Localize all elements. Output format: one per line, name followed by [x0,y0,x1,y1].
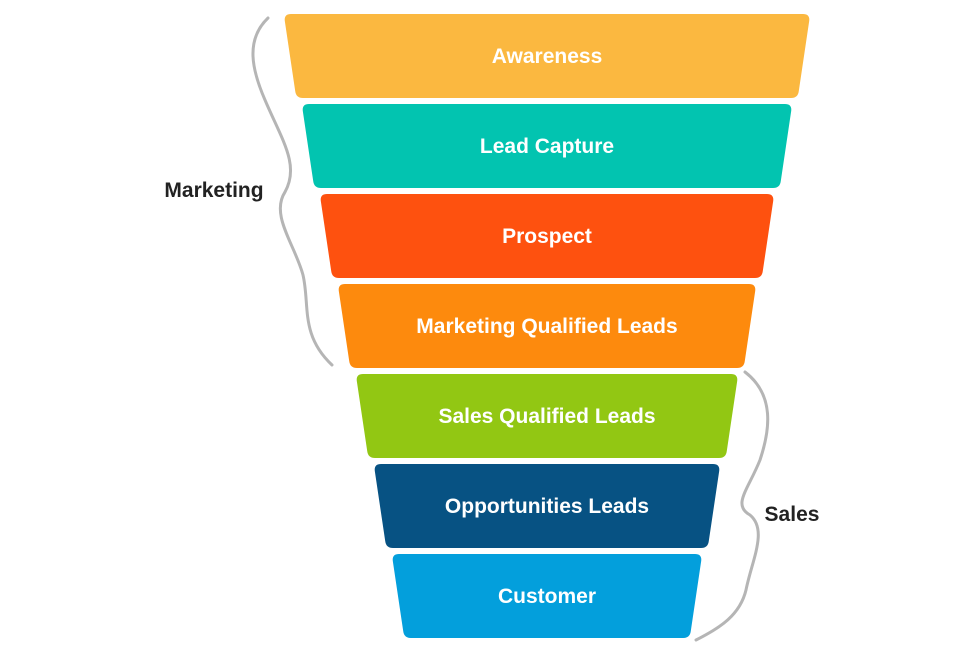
funnel-stage-shape [320,194,774,278]
funnel-stage-label: Sales Qualified Leads [438,405,655,428]
marketing-brace [251,16,334,367]
funnel-stage-label: Opportunities Leads [445,495,649,518]
funnel-stage-shape [392,554,702,638]
funnel-stage-label: Lead Capture [480,135,614,158]
funnel-stage-opportunities-leads: Opportunities Leads [374,464,720,548]
funnel-stage-shape [356,374,738,458]
funnel-stage-label: Prospect [502,225,592,248]
funnel-stage-shape [284,14,810,98]
funnel-stage-shape [302,104,792,188]
funnel-stage-customer: Customer [392,554,702,638]
funnel-stage-marketing-qualified-leads: Marketing Qualified Leads [338,284,756,368]
funnel-stage-label: Marketing Qualified Leads [416,315,677,338]
sales-brace [694,370,770,642]
funnel-stage-prospect: Prospect [320,194,774,278]
funnel-stage-label: Awareness [492,45,603,68]
funnel-stage-lead-capture: Lead Capture [302,104,792,188]
funnel-stage-label: Customer [498,585,596,608]
funnel-stage-shape [374,464,720,548]
marketing-group-label: Marketing [164,179,263,202]
funnel-stage-shape [338,284,756,368]
sales-group-label: Sales [765,503,820,526]
funnel-stage-awareness: Awareness [284,14,810,98]
funnel-stage-sales-qualified-leads: Sales Qualified Leads [356,374,738,458]
